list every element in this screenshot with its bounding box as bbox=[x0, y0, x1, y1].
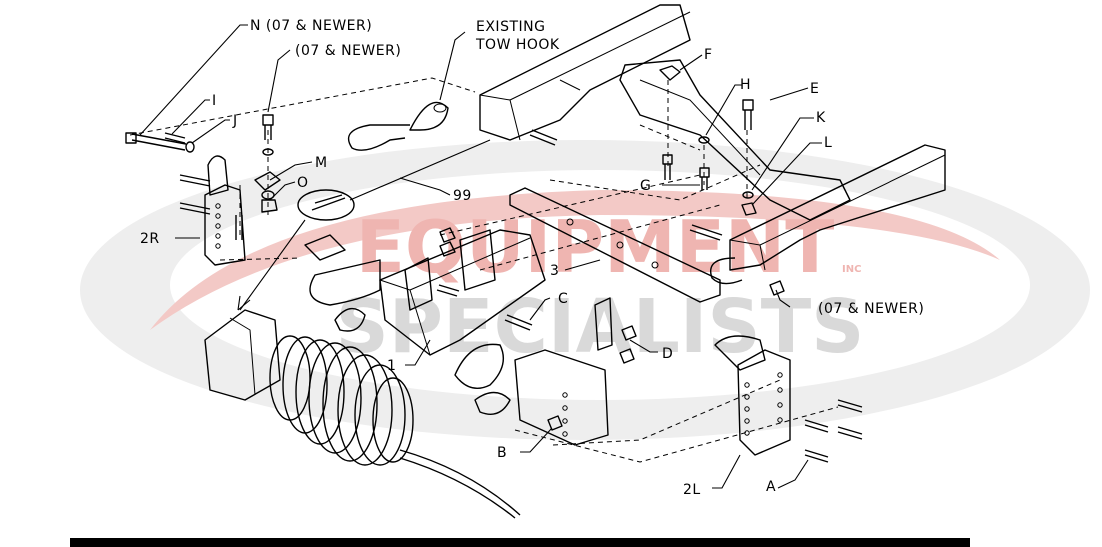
bracket-2r bbox=[204, 155, 246, 266]
watermark: EQUIPMENT INC SPECIALISTS bbox=[80, 140, 1090, 440]
label-nuts-07: (07 & NEWER) bbox=[818, 301, 924, 317]
leader-lines bbox=[139, 24, 822, 489]
label-m: M bbox=[315, 155, 328, 171]
label-2l: 2L bbox=[683, 482, 701, 498]
label-c: C bbox=[558, 291, 568, 307]
main-crossbar-1 bbox=[309, 229, 546, 415]
mounting-plate-3 bbox=[509, 187, 721, 303]
coiled-cable bbox=[269, 335, 414, 466]
label-d: D bbox=[662, 346, 673, 362]
label-l: L bbox=[824, 135, 832, 151]
label-e: E bbox=[810, 81, 819, 97]
label-f: F bbox=[704, 47, 713, 63]
label-existing: EXISTING bbox=[476, 19, 545, 35]
watermark-line1: EQUIPMENT bbox=[356, 205, 835, 289]
label-99: 99 bbox=[453, 188, 472, 204]
frame-crossmember bbox=[619, 59, 851, 221]
callout-labels: N (07 & NEWER) (07 & NEWER) EXISTING TOW… bbox=[140, 18, 924, 498]
watermark-red-arc bbox=[150, 190, 1000, 330]
label-o: O bbox=[297, 175, 309, 191]
label-bolt-07: (07 & NEWER) bbox=[295, 43, 401, 59]
frame-rail-left bbox=[479, 4, 691, 141]
hardware bbox=[125, 65, 863, 463]
tow-hook-right bbox=[710, 257, 743, 285]
truck-frame-rails bbox=[479, 4, 946, 271]
harness-detail-oval bbox=[297, 189, 355, 221]
bottom-rule bbox=[70, 538, 970, 547]
bracket-2l bbox=[714, 335, 791, 456]
wiring-harness-99 bbox=[204, 139, 521, 519]
label-g: G bbox=[640, 178, 651, 194]
label-n: N (07 & NEWER) bbox=[250, 18, 372, 34]
label-2r: 2R bbox=[140, 231, 160, 247]
label-b: B bbox=[497, 445, 507, 461]
label-1: 1 bbox=[387, 358, 396, 374]
small-plates bbox=[304, 229, 613, 351]
label-h: H bbox=[740, 77, 751, 93]
label-k: K bbox=[816, 110, 826, 126]
existing-tow-hooks bbox=[347, 101, 743, 285]
watermark-mark: INC bbox=[842, 264, 861, 275]
label-a: A bbox=[766, 479, 776, 495]
tow-hook-left bbox=[347, 101, 449, 151]
label-tow-hook: TOW HOOK bbox=[475, 37, 560, 53]
frame-rail-right bbox=[729, 144, 946, 271]
label-3: 3 bbox=[550, 263, 559, 279]
label-i: I bbox=[212, 93, 217, 109]
lower-receiver bbox=[514, 349, 609, 446]
label-j: J bbox=[232, 113, 238, 129]
watermark-line2: SPECIALISTS bbox=[336, 284, 865, 370]
